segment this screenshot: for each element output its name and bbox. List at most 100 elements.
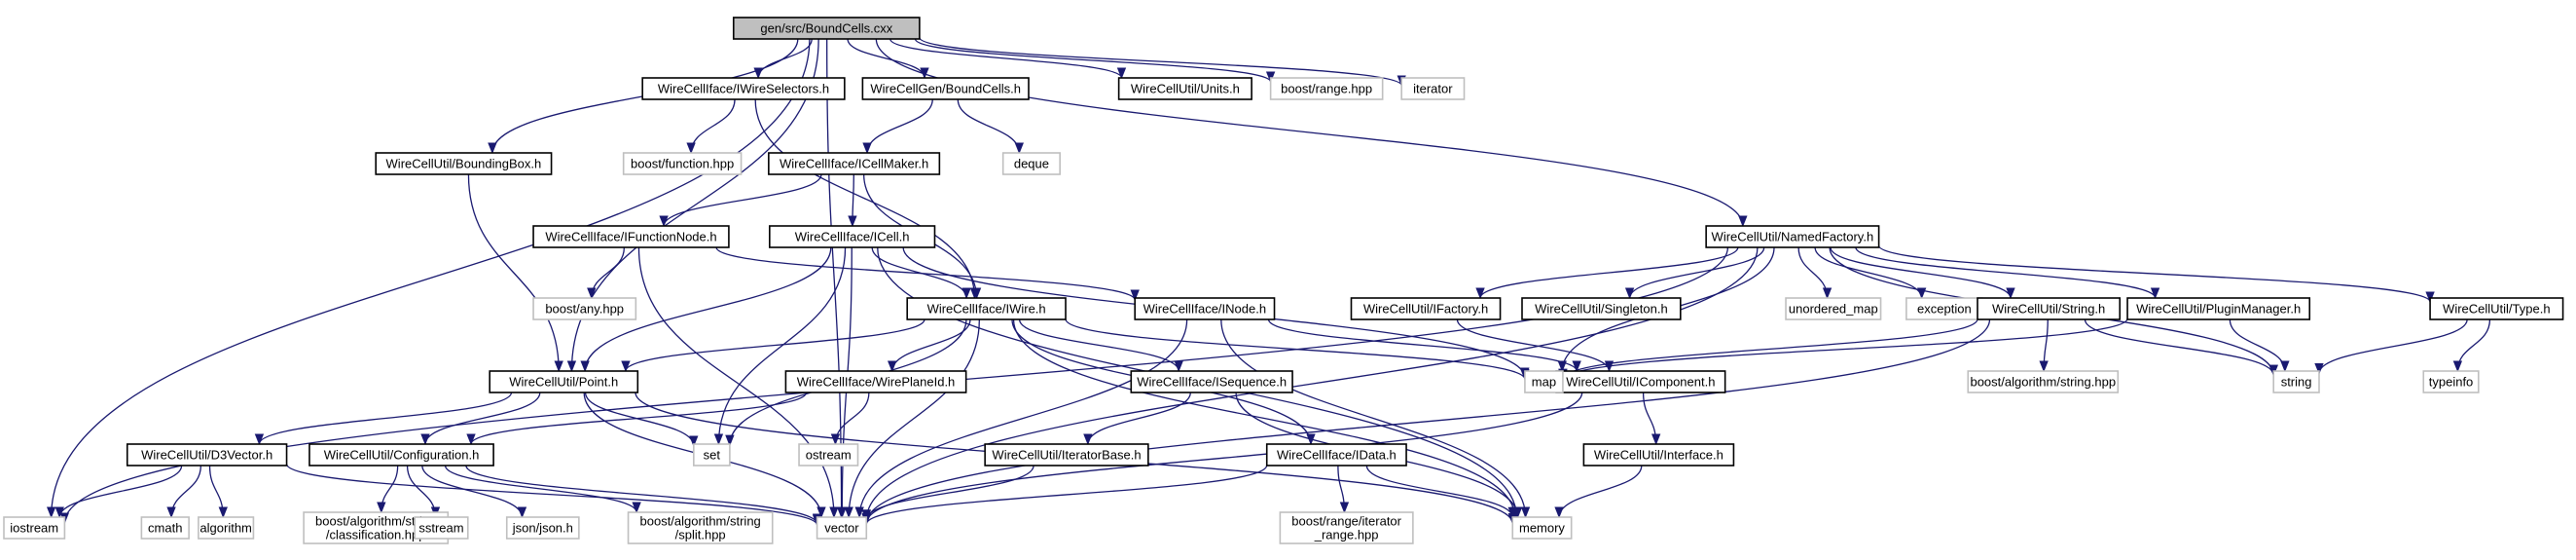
node-box	[693, 443, 731, 467]
node-label: WireCellIface/IWireSelectors.h	[658, 82, 829, 96]
node-label: deque	[1014, 157, 1049, 171]
edge-config-to-split	[444, 465, 641, 514]
edge-isequence-to-iteratorbase	[1083, 392, 1191, 446]
node-box	[2429, 297, 2564, 320]
node-label: WireCellIface/INode.h	[1143, 302, 1266, 317]
node-label: map	[1532, 375, 1556, 390]
edge-wireplaneid-to-config	[466, 392, 808, 446]
node-iwire[interactable]: WireCellIface/IWire.h	[906, 297, 1067, 320]
node-units[interactable]: WireCellUtil/Units.h	[1117, 77, 1252, 100]
node-isequence[interactable]: WireCellIface/ISequence.h	[1130, 370, 1293, 393]
node-label: sstream	[418, 521, 463, 536]
node-inode[interactable]: WireCellIface/INode.h	[1134, 297, 1276, 320]
node-icellmaker[interactable]: WireCellIface/ICellMaker.h	[768, 152, 941, 175]
node-config[interactable]: WireCellUtil/Configuration.h	[308, 443, 494, 467]
node-box	[1117, 77, 1252, 100]
node-box	[532, 225, 730, 248]
node-ostream: ostream	[798, 443, 859, 467]
node-box	[198, 516, 255, 540]
edge-idata-to-vector	[861, 465, 1268, 526]
node-pointh[interactable]: WireCellUtil/Point.h	[489, 370, 639, 393]
node-memory: memory	[1511, 516, 1573, 540]
node-boostfunction: boost/function.hpp	[622, 152, 743, 175]
node-root[interactable]: gen/src/BoundCells.cxx	[732, 17, 921, 40]
edge-iteratorbase-to-vector	[861, 465, 1034, 521]
node-label: WireCellUtil/IComponent.h	[1566, 375, 1715, 390]
edge-namedfactory-to-unordered_map	[1797, 246, 1832, 300]
edge-idata-to-iterator_range	[1337, 465, 1350, 514]
edge-pointh-to-config	[420, 392, 541, 446]
node-iostream: iostream	[3, 516, 66, 540]
node-box	[2272, 370, 2320, 393]
node-box	[906, 297, 1067, 320]
node-label: WireCellUtil/PluginManager.h	[2136, 302, 2301, 317]
edge-namedfactory-to-exception	[1814, 246, 1927, 300]
node-box	[505, 516, 580, 540]
edge-config-to-classification	[377, 465, 399, 514]
node-json: json/json.h	[505, 516, 580, 540]
node-singleton[interactable]: WireCellUtil/Singleton.h	[1521, 297, 1682, 320]
node-wireplaneid[interactable]: WireCellIface/WirePlaneId.h	[784, 370, 967, 393]
node-label: /classification.hpp	[326, 528, 426, 542]
node-icell[interactable]: WireCellIface/ICell.h	[769, 225, 936, 248]
node-box	[140, 516, 190, 540]
node-label: WireCellUtil/Units.h	[1131, 82, 1240, 96]
node-stringh[interactable]: WireCellUtil/String.h	[1977, 297, 2122, 320]
node-box	[1279, 511, 1414, 544]
edge-stringh-to-boostalgstr	[2039, 318, 2049, 373]
node-label: string	[2281, 375, 2312, 390]
node-label: _range.hpp	[1314, 528, 1379, 542]
edge-pointh-to-d3vector	[254, 392, 513, 446]
node-idata[interactable]: WireCellIface/IData.h	[1265, 443, 1407, 467]
edge-config-to-vector	[465, 465, 822, 525]
edge-d3vector-to-cmath	[166, 465, 202, 519]
node-pluginmgr[interactable]: WireCellUtil/PluginManager.h	[2126, 297, 2311, 320]
edge-root-to-units	[889, 38, 1127, 80]
edge-icomponent-to-vector	[861, 392, 1583, 525]
node-typeh[interactable]: WireCellUtil/Type.h	[2429, 297, 2564, 320]
node-box	[308, 443, 494, 467]
node-bcells_h[interactable]: WireCellGen/BoundCells.h	[861, 77, 1030, 100]
node-label: cmath	[148, 521, 182, 536]
node-box	[1785, 297, 1882, 320]
node-label: WireCellUtil/Point.h	[509, 375, 618, 390]
node-box	[861, 77, 1030, 100]
edge-root-to-namedfactory	[875, 38, 1748, 228]
edge-idata-to-memory	[1365, 465, 1517, 519]
node-label: iterator	[1413, 82, 1453, 96]
node-box	[532, 297, 637, 320]
edge-namedfactory-to-typeh	[1877, 244, 2435, 304]
node-iwiresel[interactable]: WireCellIface/IWireSelectors.h	[641, 77, 846, 100]
node-label: WireCellGen/BoundCells.h	[870, 82, 1021, 96]
node-label: WireCellIface/IData.h	[1277, 448, 1397, 463]
node-typeinfo: typeinfo	[2422, 370, 2480, 393]
edge-iwire-to-vector	[844, 318, 980, 519]
node-ifactory[interactable]: WireCellUtil/IFactory.h	[1350, 297, 1502, 320]
node-box	[1269, 77, 1384, 100]
node-box	[1521, 297, 1682, 320]
node-label: WireCellIface/ICell.h	[795, 230, 910, 244]
edge-iwire-to-memory	[1012, 318, 1520, 519]
node-cmath: cmath	[140, 516, 190, 540]
node-d3vector[interactable]: WireCellUtil/D3Vector.h	[126, 443, 288, 467]
node-box	[1265, 443, 1407, 467]
node-box	[1511, 516, 1573, 540]
node-bbox[interactable]: WireCellUtil/BoundingBox.h	[375, 152, 553, 175]
node-namedfactory[interactable]: WireCellUtil/NamedFactory.h	[1705, 225, 1880, 248]
node-label: memory	[1519, 521, 1565, 536]
edge-iwire-to-isequence	[1018, 318, 1183, 373]
edge-ifactory-to-icomponent	[1456, 318, 1615, 373]
node-label: json/json.h	[512, 521, 573, 536]
node-box	[3, 516, 66, 540]
edge-inode-to-vector	[854, 318, 1188, 519]
node-icomponent[interactable]: WireCellUtil/IComponent.h	[1555, 370, 1726, 393]
node-label: exception	[1917, 302, 1972, 317]
node-iteratorbase[interactable]: WireCellUtil/IteratorBase.h	[984, 443, 1149, 467]
node-box	[2126, 297, 2311, 320]
node-ifuncnode[interactable]: WireCellIface/IFunctionNode.h	[532, 225, 730, 248]
node-set: set	[693, 443, 731, 467]
edge-bbox-to-pointh	[467, 173, 563, 373]
node-interface[interactable]: WireCellUtil/Interface.h	[1582, 443, 1735, 467]
edge-d3vector-to-vector	[285, 464, 822, 527]
node-label: ostream	[806, 448, 852, 463]
